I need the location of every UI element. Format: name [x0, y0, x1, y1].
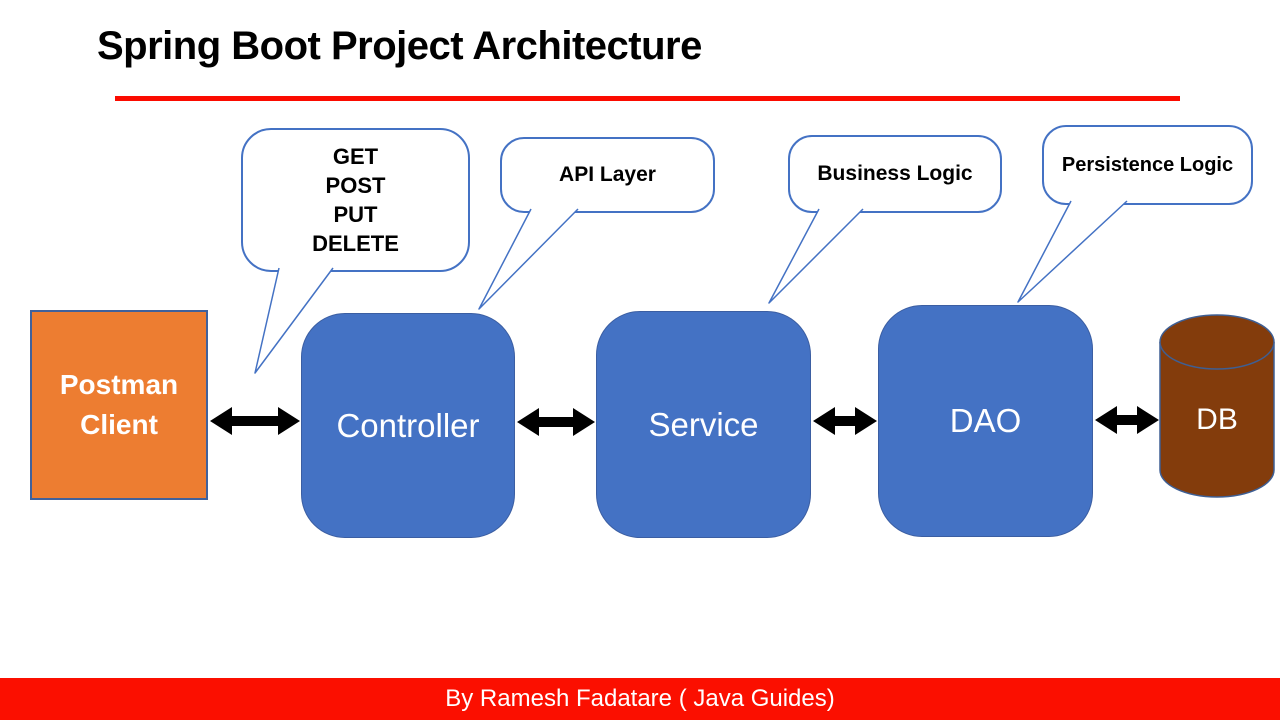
node-controller: Controller — [301, 313, 515, 538]
callout-persistence-logic: Persistence Logic — [1042, 125, 1253, 205]
postman-client-label-line1: Postman — [59, 369, 179, 400]
callout-business-logic: Business Logic — [788, 135, 1002, 213]
footer-bar: By Ramesh Fadatare ( Java Guides) — [0, 678, 1280, 720]
postman-client-label-line2: Client — [80, 409, 158, 440]
http-method-get: GET — [332, 144, 379, 169]
node-service: Service — [596, 311, 811, 538]
service-label: Service — [648, 405, 759, 443]
bidirectional-arrow-icon-service-dao — [813, 407, 877, 435]
title-underline — [115, 96, 1180, 101]
callout-tail-api-layer — [478, 208, 579, 310]
callout-business-logic-label: Business Logic — [817, 162, 973, 185]
bidirectional-arrow-icon-controller-service — [517, 408, 595, 436]
footer-credit: By Ramesh Fadatare ( Java Guides) — [445, 685, 835, 712]
page-title: Spring Boot Project Architecture — [97, 24, 702, 68]
http-method-delete: DELETE — [312, 231, 399, 256]
bidirectional-arrow-icon-dao-db — [1095, 406, 1159, 434]
callout-api-layer: API Layer — [500, 137, 715, 213]
callout-http-methods: GET POST PUT DELETE — [241, 128, 470, 272]
http-method-put: PUT — [333, 202, 378, 227]
dao-label: DAO — [949, 402, 1022, 439]
node-postman-client: Postman Client — [30, 310, 208, 500]
db-label: DB — [1196, 403, 1238, 436]
node-dao: DAO — [878, 305, 1093, 537]
bidirectional-arrow-icon-postman-controller — [210, 407, 300, 435]
db-cylinder-top — [1159, 314, 1275, 370]
callout-tail-business-logic — [768, 208, 864, 304]
db-cylinder-body — [1159, 342, 1275, 498]
controller-label: Controller — [336, 406, 480, 444]
callout-tail-persistence-logic — [1017, 200, 1128, 303]
node-db: DB — [1160, 398, 1274, 442]
callout-tail-http-methods — [254, 267, 334, 374]
callout-persistence-logic-label: Persistence Logic — [1061, 153, 1234, 176]
callout-api-layer-label: API Layer — [559, 163, 656, 186]
http-method-post: POST — [325, 173, 386, 198]
